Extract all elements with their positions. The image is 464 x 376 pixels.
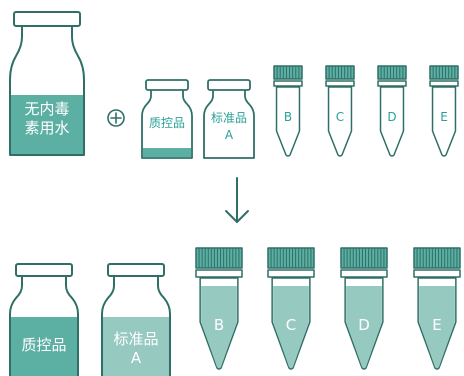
standard-label-bottom-line1: 标准品 — [113, 330, 159, 348]
water-label: 无内毒 素用水 — [14, 100, 80, 138]
arrow-down-icon — [225, 177, 249, 223]
tube-top-b — [273, 65, 303, 157]
qc-vial-bottom — [9, 263, 79, 376]
qc-label-bottom: 质控品 — [21, 336, 67, 354]
qc-label-top: 质控品 — [148, 116, 185, 130]
tube-top-e-label: E — [440, 110, 448, 124]
tube-top-d — [377, 65, 407, 157]
tube-top-d-label: D — [387, 110, 397, 124]
tube-bottom-d — [340, 247, 388, 370]
standard-vial-bottom — [101, 263, 171, 376]
water-label-line2: 素用水 — [24, 118, 70, 137]
tube-bottom-d-label: D — [358, 316, 370, 334]
top-tube-group — [273, 65, 459, 157]
tube-top-e — [429, 65, 459, 157]
standard-label-bottom-line2: A — [130, 348, 142, 367]
standard-label-top-line2: A — [224, 128, 234, 143]
tube-bottom-c-label: C — [285, 316, 297, 334]
standard-label-top: 标准品 A — [204, 110, 254, 145]
tube-bottom-e — [413, 247, 461, 370]
standard-label-top-line1: 标准品 — [210, 111, 247, 125]
tube-bottom-c — [267, 247, 315, 370]
tube-bottom-e-label: E — [432, 316, 442, 334]
plus-circle-icon — [107, 109, 125, 127]
water-bottle — [9, 11, 85, 156]
standard-vial-top — [203, 79, 255, 159]
tube-bottom-b — [195, 247, 243, 370]
water-label-line1: 无内毒 — [24, 100, 70, 118]
standard-label-bottom: 标准品 A — [102, 330, 170, 368]
tube-top-b-label: B — [283, 110, 293, 124]
tube-top-c — [325, 65, 355, 157]
tube-bottom-b-label: B — [213, 316, 225, 334]
bottom-tube-group — [195, 247, 461, 370]
qc-vial-top — [141, 79, 193, 159]
tube-top-c-label: C — [335, 110, 345, 124]
